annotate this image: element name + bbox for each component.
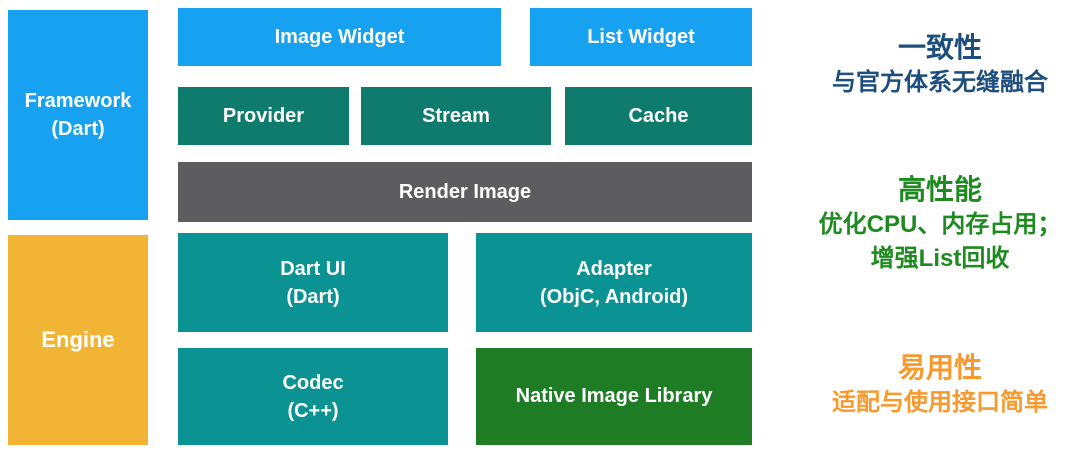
adapter-sublabel: (ObjC, Android) (539, 285, 689, 308)
framework-sublabel: (Dart) (51, 118, 105, 140)
dart-ui-label: Dart UI (280, 257, 346, 280)
list-widget-label: List Widget (587, 25, 695, 48)
image-widget-block: Image Widget (178, 8, 501, 66)
list-widget-block: List Widget (530, 8, 752, 66)
image-widget-label: Image Widget (274, 25, 405, 48)
feature-consistency: 一致性 与官方体系无缝融合 (800, 30, 1080, 100)
dart-ui-block: Dart UI (Dart) (178, 233, 448, 332)
usability-desc: 适配与使用接口简单 (832, 389, 1048, 416)
stream-block: Stream (361, 87, 551, 145)
performance-desc-line2: 增强List回收 (870, 245, 1010, 272)
consistency-title: 一致性 (897, 32, 982, 63)
dart-ui-sublabel: (Dart) (286, 285, 340, 308)
native-image-library-label: Native Image Library (515, 385, 713, 407)
consistency-desc: 与官方体系无缝融合 (832, 69, 1048, 96)
provider-label: Provider (222, 104, 305, 127)
adapter-block: Adapter (ObjC, Android) (476, 233, 752, 332)
adapter-label: Adapter (576, 257, 652, 280)
usability-title: 易用性 (897, 352, 982, 383)
framework-label: Framework (24, 90, 132, 112)
render-image-block: Render Image (178, 162, 752, 222)
codec-label: Codec (282, 371, 344, 394)
framework-layer-box: Framework (Dart) (8, 10, 148, 220)
native-image-library-block: Native Image Library (476, 348, 752, 445)
cache-label: Cache (628, 104, 689, 127)
engine-layer-box: Engine (8, 235, 148, 445)
provider-block: Provider (178, 87, 349, 145)
stream-label: Stream (422, 104, 490, 127)
performance-desc-line1: 优化CPU、内存占用； (818, 211, 1062, 238)
cache-block: Cache (565, 87, 752, 145)
render-image-label: Render Image (398, 180, 532, 203)
feature-performance: 高性能 优化CPU、内存占用； 增强List回收 (800, 172, 1080, 276)
codec-block: Codec (C++) (178, 348, 448, 445)
codec-sublabel: (C++) (287, 399, 339, 422)
engine-label: Engine (41, 327, 115, 352)
performance-title: 高性能 (897, 174, 982, 205)
feature-usability: 易用性 适配与使用接口简单 (800, 350, 1080, 420)
